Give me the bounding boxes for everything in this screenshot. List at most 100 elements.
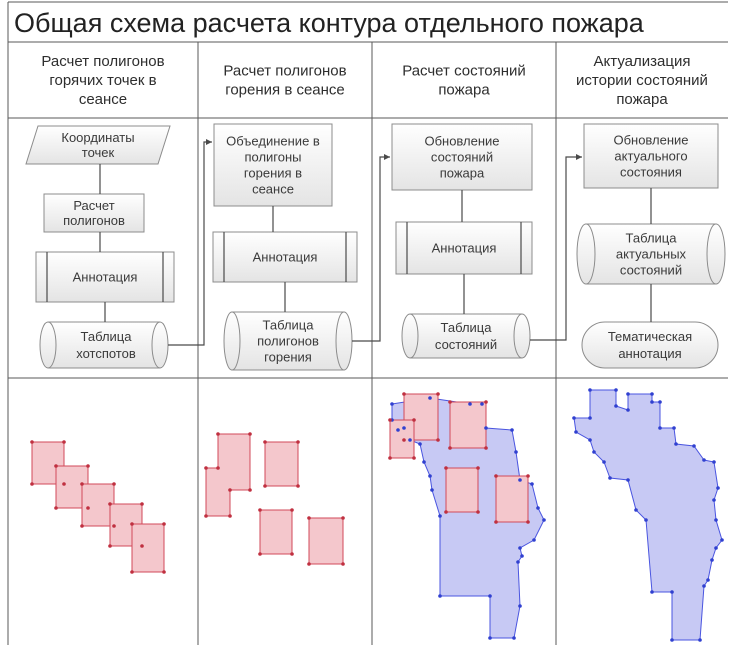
- vertex-point: [650, 590, 654, 594]
- coordinates-input-node: [25, 125, 171, 165]
- vertex-point: [674, 442, 678, 446]
- vertex-point: [263, 440, 267, 444]
- vertex-point: [494, 474, 498, 478]
- vertex-point: [162, 522, 166, 526]
- vertex-point: [396, 428, 400, 432]
- vertex-point: [712, 498, 716, 502]
- vertex-point: [444, 466, 448, 470]
- fire-states-illustration: [389, 393, 545, 639]
- merge-polygons-label-line: Объединение в: [226, 134, 320, 149]
- vertex-point: [634, 508, 638, 512]
- vertex-point: [510, 428, 514, 432]
- vertex-point: [468, 402, 472, 406]
- update-actual-label-line: состояния: [620, 165, 682, 180]
- vertex-point: [588, 438, 592, 442]
- polygon-vertices: [30, 388, 724, 642]
- vertex-point: [418, 442, 422, 446]
- vertex-point: [484, 446, 488, 450]
- vertex-point: [614, 388, 618, 392]
- merge-polygons-label-line: полигоны: [244, 150, 301, 165]
- vertex-point: [702, 458, 706, 462]
- vertex-point: [80, 524, 84, 528]
- thematic-annotation-label-line: аннотация: [618, 346, 681, 361]
- vertex-point: [86, 506, 90, 510]
- vertex-point: [307, 562, 311, 566]
- vertex-point: [514, 450, 518, 454]
- column-header-line: Актуализация: [594, 53, 691, 70]
- hotspot-table-label-line: Таблица: [81, 329, 133, 344]
- annotation-3-label: Аннотация: [432, 241, 497, 256]
- burn-polygons-illustration: [205, 433, 344, 565]
- connector-lane2-to-lane3: [352, 154, 390, 342]
- vertex-point: [341, 562, 345, 566]
- burn-table-left-cap: [223, 311, 241, 371]
- vertex-point: [258, 508, 262, 512]
- vertex-point: [480, 402, 484, 406]
- coordinates-label-line: точек: [82, 145, 115, 160]
- state-polygon: [445, 467, 479, 513]
- vertex-point: [258, 552, 262, 556]
- update-actual-node: [583, 123, 719, 189]
- annotation-2-label-line: Аннотация: [253, 250, 318, 265]
- vertex-point: [672, 426, 676, 430]
- burn-polygon-table-label-line: Таблица: [263, 318, 315, 333]
- vertex-point: [714, 518, 718, 522]
- vertex-point: [86, 464, 90, 468]
- vertex-point: [307, 516, 311, 520]
- vertex-point: [614, 404, 618, 408]
- merge-polygons-label-line: сеансе: [252, 182, 294, 197]
- hotspot-table-node: [39, 321, 169, 369]
- update-actual-label-line: Обновление: [613, 133, 688, 148]
- column-header-line: пожара: [438, 82, 490, 99]
- vertex-point: [436, 438, 440, 442]
- coordinates-label-line: Координаты: [61, 130, 134, 145]
- vertex-point: [54, 506, 58, 510]
- vertex-point: [30, 440, 34, 444]
- vertex-point: [408, 438, 412, 442]
- vertex-point: [716, 486, 720, 490]
- update-states-label-line: пожара: [440, 166, 485, 181]
- vertex-point: [130, 522, 134, 526]
- vertex-point: [692, 444, 696, 448]
- vertex-point: [54, 464, 58, 468]
- vertex-point: [518, 604, 522, 608]
- hotspot-polygons-illustration: [31, 441, 165, 573]
- vertex-point: [248, 432, 252, 436]
- burn-polygon-table-node: [223, 311, 353, 371]
- vertex-point: [702, 584, 706, 588]
- vertex-point: [62, 440, 66, 444]
- vertex-point: [140, 502, 144, 506]
- state-polygon: [449, 401, 487, 449]
- vertex-point: [650, 392, 654, 396]
- lane-connectors: [168, 139, 582, 346]
- actual-state-table-label-line: актуальных: [616, 247, 687, 262]
- vertex-point: [388, 456, 392, 460]
- column-header-line: сеансе: [79, 91, 127, 108]
- merge-polygons-node: [213, 123, 333, 207]
- vertex-point: [422, 460, 426, 464]
- vertex-point: [608, 476, 612, 480]
- vertex-point: [80, 482, 84, 486]
- vertex-point: [62, 482, 66, 486]
- column-header-line: горения в сеансе: [225, 82, 345, 99]
- vertex-point: [572, 416, 576, 420]
- burn-table-right-cap: [335, 311, 353, 371]
- merge-polygons-label-line: горения в: [244, 166, 302, 181]
- vertex-point: [228, 488, 232, 492]
- vertex-point: [658, 400, 662, 404]
- vertex-point: [476, 510, 480, 514]
- vertex-point: [518, 546, 522, 550]
- vertex-point: [428, 396, 432, 400]
- state-table-node: [401, 313, 531, 359]
- vertex-point: [710, 558, 714, 562]
- vertex-point: [296, 484, 300, 488]
